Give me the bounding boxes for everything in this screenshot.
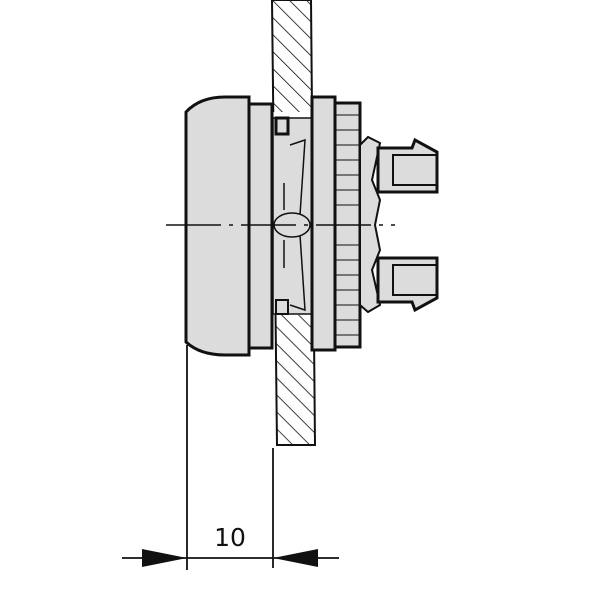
dimension-label: 10	[214, 523, 246, 552]
arrow-left-icon	[273, 549, 318, 567]
terminal-bottom	[376, 256, 439, 313]
flange	[310, 95, 337, 352]
dimension: 10	[122, 345, 339, 570]
button-cap	[184, 95, 251, 357]
terminal-top	[376, 137, 439, 194]
bezel	[247, 102, 274, 350]
contact-terminals	[359, 135, 439, 314]
arrow-right-icon	[142, 549, 187, 567]
inner-body	[272, 116, 313, 315]
